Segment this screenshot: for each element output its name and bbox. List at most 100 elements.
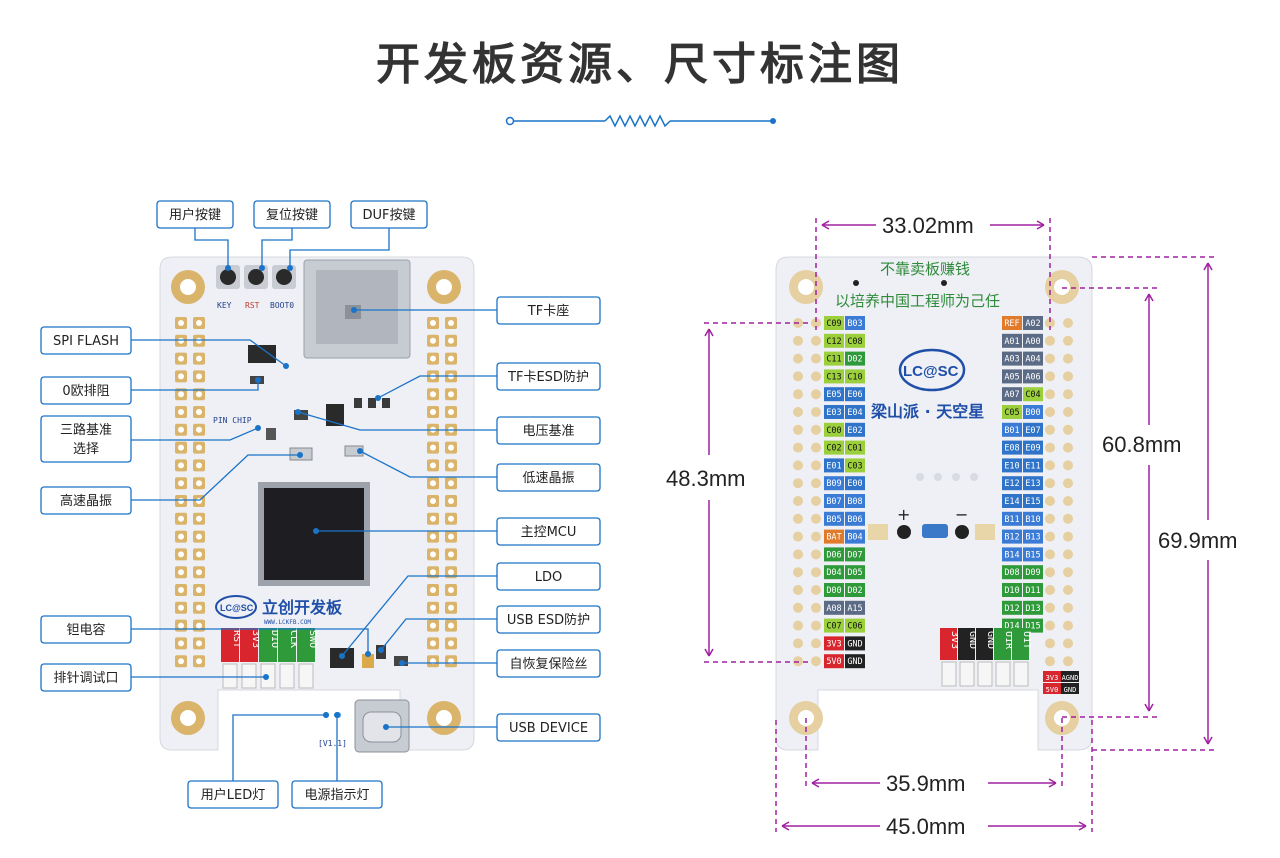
pin-text: B11 bbox=[1004, 515, 1019, 525]
pin-hole bbox=[430, 480, 436, 487]
callout-box bbox=[156, 200, 234, 229]
pin-hole bbox=[793, 353, 803, 364]
pin-hole bbox=[811, 602, 821, 613]
pin-text: GND bbox=[847, 657, 862, 667]
pin-cell bbox=[845, 440, 865, 455]
mounting-hole bbox=[171, 701, 205, 735]
pin-cell bbox=[824, 405, 844, 419]
pin-cell bbox=[1043, 683, 1061, 694]
pin-hole bbox=[793, 496, 803, 506]
pin-cell bbox=[845, 458, 865, 473]
svg-text:−: − bbox=[955, 505, 968, 524]
pin-cell bbox=[1023, 333, 1043, 348]
pin-text: B15 bbox=[1025, 550, 1040, 560]
pin-cell bbox=[824, 511, 844, 526]
pin-hole bbox=[1045, 549, 1055, 560]
callout-label: 主控MCU bbox=[521, 525, 577, 540]
callout-box bbox=[496, 605, 601, 634]
pin-cell bbox=[824, 422, 844, 437]
pin-hole bbox=[1045, 407, 1055, 417]
pin-text: B05 bbox=[826, 515, 841, 525]
pin-text: AGND bbox=[1062, 674, 1079, 682]
pin-hole bbox=[430, 409, 436, 415]
pin-text: C12 bbox=[826, 337, 841, 347]
pin-cell bbox=[824, 369, 844, 384]
pin-cell bbox=[1023, 494, 1043, 508]
svg-text:立创开发板: 立创开发板 bbox=[262, 598, 343, 617]
pin-cell bbox=[1023, 600, 1043, 615]
pin-hole bbox=[430, 604, 436, 611]
pin-cell bbox=[1023, 405, 1043, 419]
pin-hole bbox=[793, 585, 803, 595]
pin-hole bbox=[196, 426, 202, 433]
silk-version: [V1.1] bbox=[318, 739, 347, 748]
pin-text: D05 bbox=[847, 568, 862, 578]
back-hole bbox=[941, 280, 947, 286]
pin-cell bbox=[1023, 387, 1043, 402]
pin-hole bbox=[1063, 478, 1073, 489]
pin-cell bbox=[845, 494, 865, 508]
callout-box bbox=[40, 376, 132, 405]
callout-dot bbox=[295, 409, 301, 415]
usb-connector[interactable] bbox=[354, 699, 410, 753]
pin-hole bbox=[430, 587, 436, 593]
back-slogan-1: 不靠卖板赚钱 bbox=[880, 260, 970, 278]
header-label bbox=[940, 628, 957, 660]
callout-label: USB ESD防护 bbox=[507, 612, 590, 628]
pin-cell bbox=[1023, 351, 1043, 366]
debug-pin-label bbox=[297, 628, 315, 662]
callout-dot bbox=[313, 528, 319, 534]
pin-cell bbox=[1023, 369, 1043, 384]
pin-text: B08 bbox=[847, 497, 862, 507]
pin-text: D06 bbox=[826, 550, 841, 560]
pin-cell bbox=[824, 547, 844, 562]
back-hole bbox=[853, 280, 859, 286]
pin-text: C05 bbox=[1004, 408, 1019, 418]
pin-hole bbox=[430, 355, 436, 362]
pin-hole bbox=[793, 513, 803, 524]
pin-hole bbox=[196, 444, 202, 451]
pin-text: D00 bbox=[826, 586, 841, 596]
pin-cell bbox=[1002, 405, 1022, 419]
pin-hole bbox=[793, 424, 803, 435]
pin-text: B12 bbox=[1004, 533, 1019, 543]
header-pin bbox=[959, 661, 975, 687]
callout-dot bbox=[334, 712, 340, 718]
callout-box bbox=[40, 415, 132, 463]
pin-cell bbox=[1002, 458, 1022, 473]
pin-hole bbox=[448, 444, 454, 451]
pin-hole bbox=[178, 569, 184, 576]
callout-leader bbox=[261, 228, 293, 268]
pin-cell bbox=[1002, 476, 1022, 491]
svg-text:WWW.LCKFB.COM: WWW.LCKFB.COM bbox=[264, 619, 311, 626]
pin-text: 5V0 bbox=[826, 657, 841, 667]
header-label bbox=[994, 628, 1011, 660]
pin-hole bbox=[793, 335, 803, 346]
header-pin bbox=[977, 661, 993, 687]
mounting-hole bbox=[427, 701, 461, 735]
pin-hole bbox=[448, 533, 454, 540]
svg-text:LC@SC: LC@SC bbox=[220, 603, 254, 613]
pin-hole bbox=[430, 320, 436, 326]
esd-chip bbox=[368, 398, 376, 408]
pin-hole bbox=[811, 585, 821, 595]
pin-hole bbox=[1063, 513, 1073, 524]
pin-text: A06 bbox=[1025, 372, 1040, 382]
pin-hole bbox=[811, 371, 821, 382]
pin-cell bbox=[1061, 683, 1079, 694]
pin-text: C09 bbox=[826, 319, 841, 329]
callout-leader bbox=[194, 228, 229, 268]
callout-label: 高速晶振 bbox=[60, 493, 112, 509]
pin-cell bbox=[1002, 547, 1022, 562]
debug-pin bbox=[279, 663, 295, 689]
callout-leader bbox=[131, 454, 300, 501]
pin-hole bbox=[178, 533, 184, 540]
pin-hole bbox=[1063, 656, 1073, 667]
component bbox=[266, 428, 276, 440]
pin-hole bbox=[430, 391, 436, 398]
user-key-button[interactable] bbox=[216, 265, 240, 289]
pin-cell bbox=[1023, 565, 1043, 580]
pin-hole bbox=[1063, 638, 1073, 649]
pin-hole bbox=[1045, 460, 1055, 471]
pin-cell bbox=[824, 333, 844, 348]
